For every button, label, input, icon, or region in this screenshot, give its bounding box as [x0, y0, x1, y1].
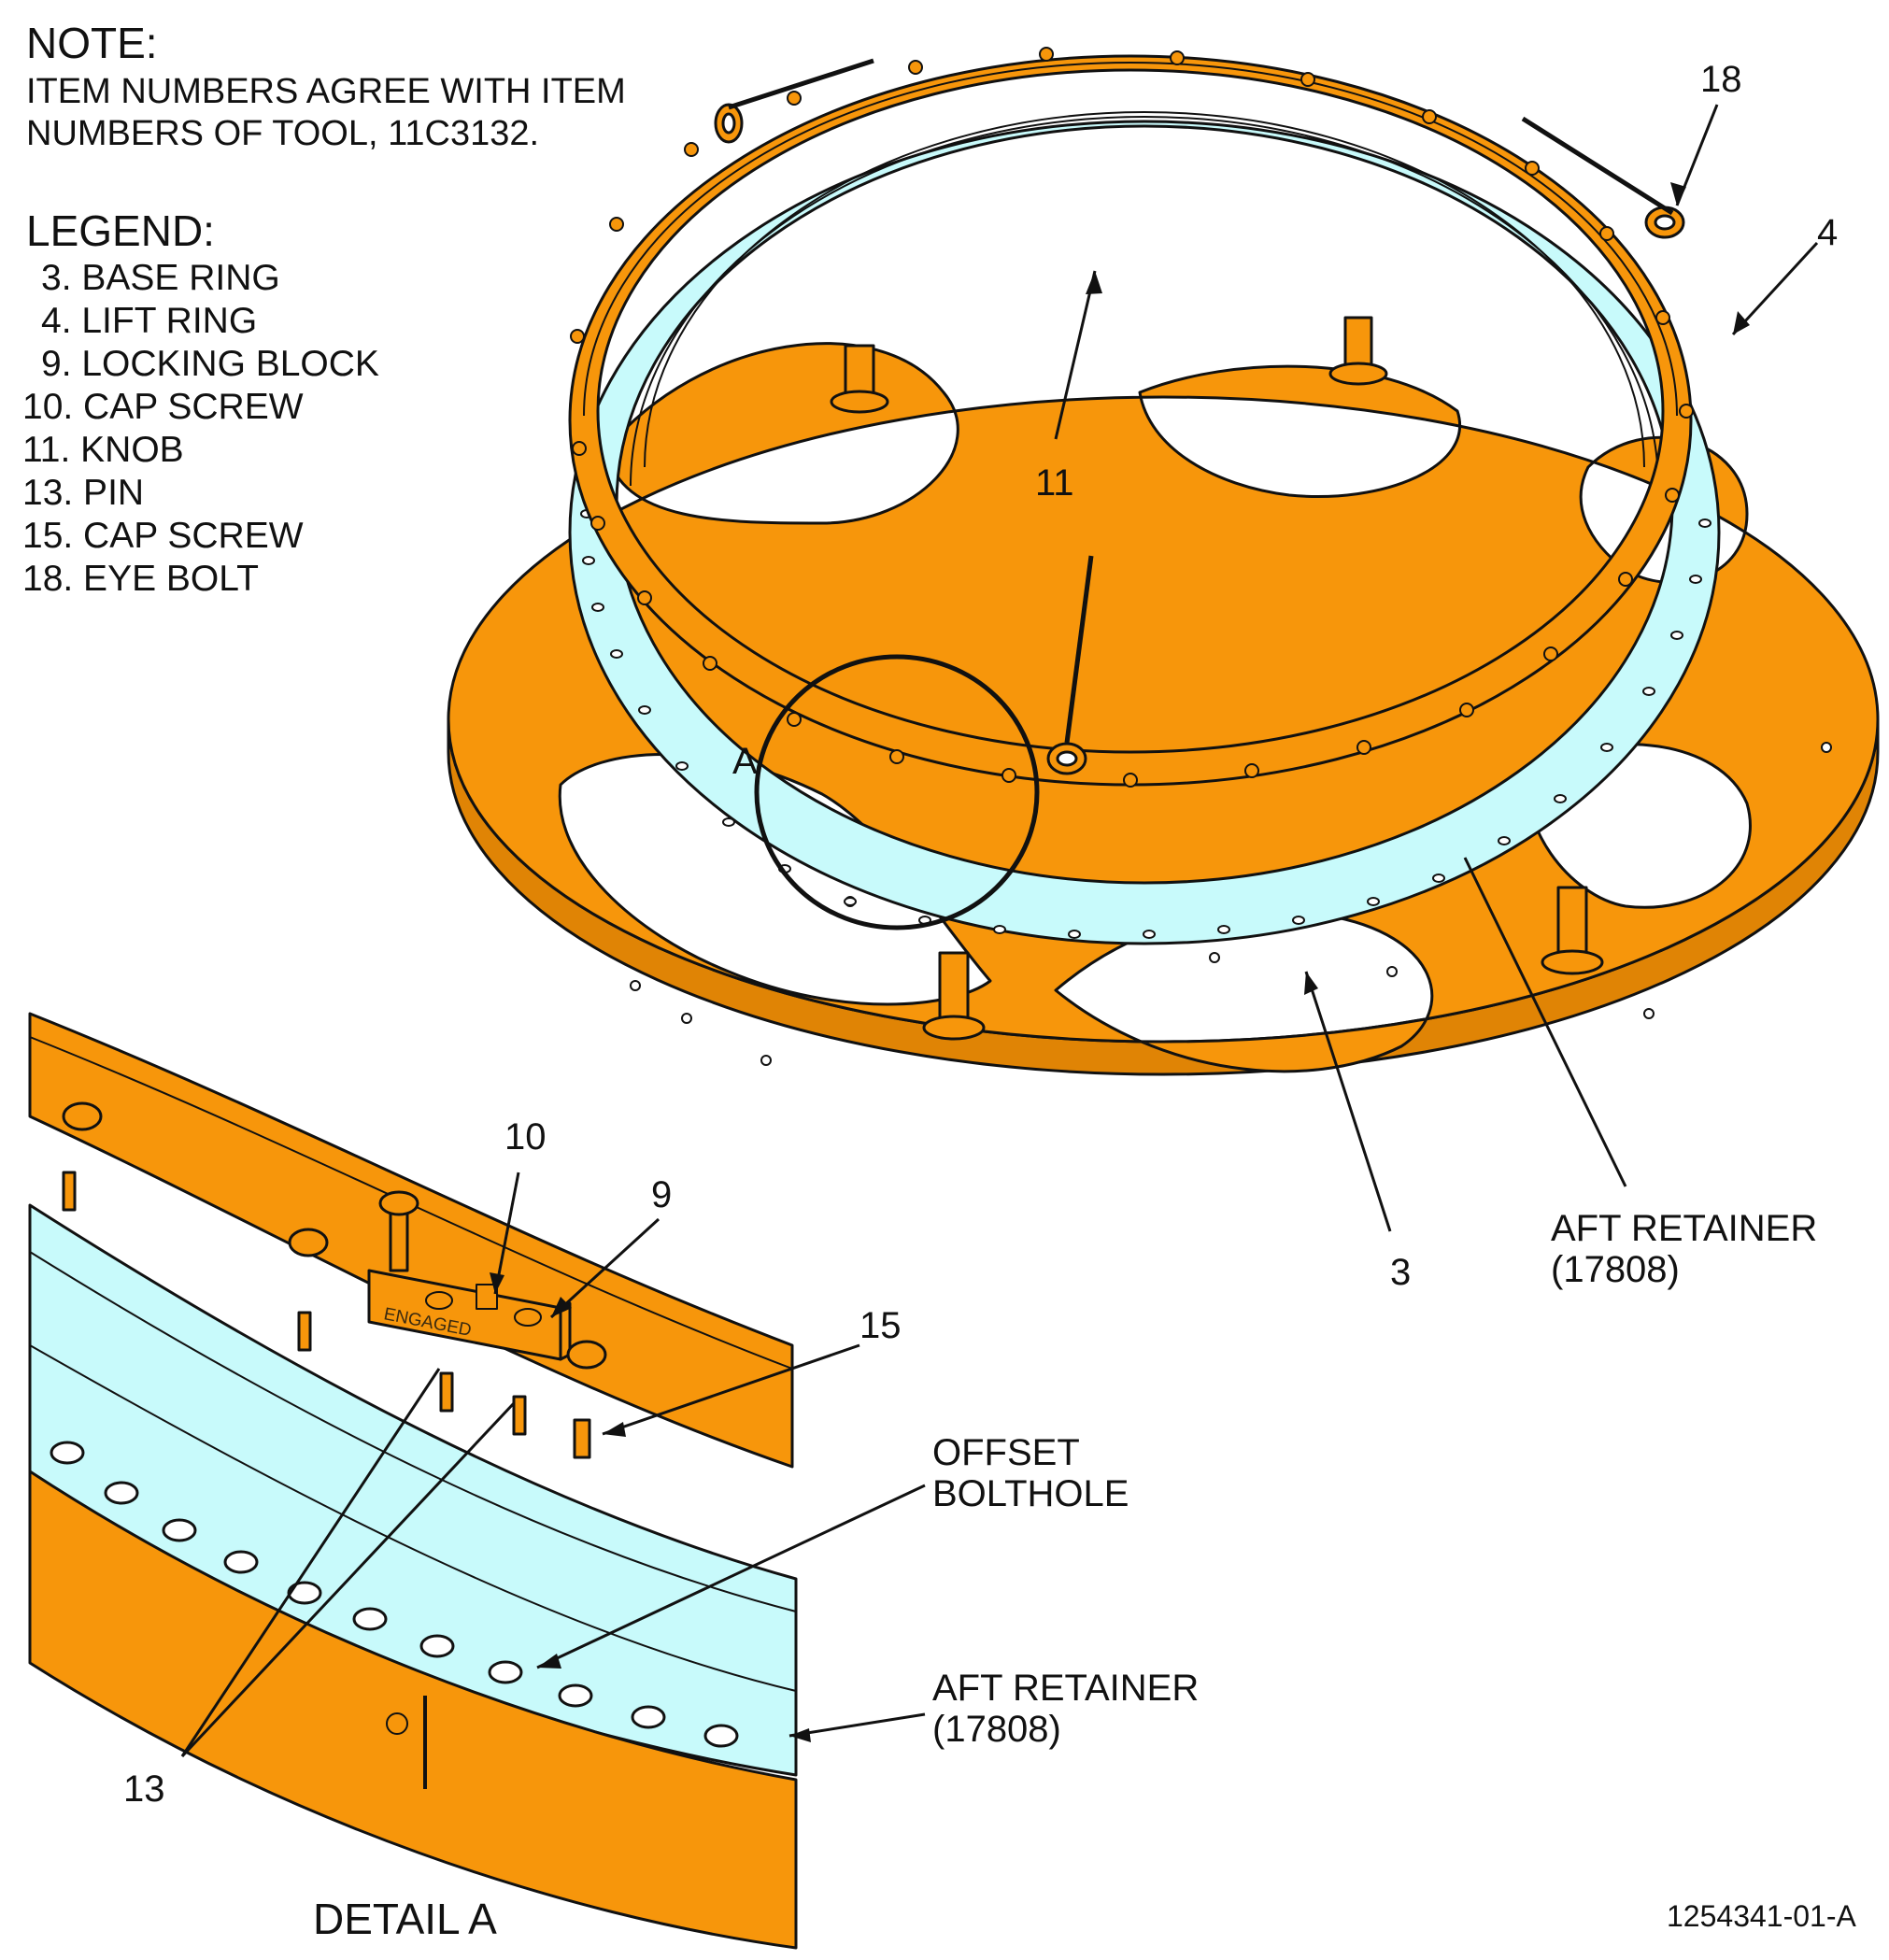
lifting-cables [728, 58, 1674, 744]
callout-15: 15 [859, 1305, 902, 1346]
callout-10: 10 [504, 1116, 547, 1158]
note-block: NOTE: ITEM NUMBERS AGREE WITH ITEM NUMBE… [26, 19, 626, 153]
callout-3: 3 [1390, 1252, 1411, 1293]
legend-item: 15. CAP SCREW [22, 516, 304, 556]
callout-13: 13 [123, 1768, 165, 1810]
detail-leader-lines [180, 1172, 926, 1758]
callout-4: 4 [1817, 212, 1838, 253]
detail-a-view [28, 1012, 926, 1950]
note-heading: NOTE: [26, 19, 158, 67]
callout-offset-bolthole: OFFSET [932, 1432, 1080, 1473]
detail-title: DETAIL A [313, 1895, 497, 1943]
callout-labels: 18 4 11 3 AFT RETAINER (17808) A 10 9 15… [123, 59, 1838, 1810]
legend-item: 9. LOCKING BLOCK [41, 344, 379, 384]
legend-item: 10. CAP SCREW [22, 387, 304, 427]
callout-aft-retainer: AFT RETAINER [1551, 1208, 1817, 1249]
base-ring [447, 316, 1880, 1076]
main-view [447, 47, 1880, 1232]
callout-aft-retainer-detail-number: (17808) [932, 1709, 1061, 1750]
figure-id: 1254341-01-A [1667, 1899, 1856, 1933]
callout-9: 9 [651, 1174, 672, 1215]
legend-item: 18. EYE BOLT [22, 559, 259, 599]
leader-lines [1054, 104, 1819, 1232]
detail-a-marker: A [732, 741, 758, 782]
legend-item: 3. BASE RING [41, 258, 280, 298]
detail-boltholes [50, 1441, 739, 1748]
detail-a-circle [754, 654, 1040, 930]
note-line: NUMBERS OF TOOL, 11C3132. [26, 114, 539, 153]
note-line: ITEM NUMBERS AGREE WITH ITEM [26, 72, 626, 111]
callout-11: 11 [1035, 462, 1074, 504]
legend-item: 11. KNOB [22, 430, 184, 470]
detail-base-ring [28, 1470, 798, 1950]
leader-arrowheads [1086, 182, 1750, 995]
lift-ring [568, 47, 1694, 788]
legend-block: LEGEND: 3. BASE RING 4. LIFT RING 9. LOC… [22, 206, 379, 599]
legend-item: 4. LIFT RING [41, 301, 257, 341]
legend-heading: LEGEND: [26, 206, 215, 255]
legend-item: 13. PIN [22, 473, 144, 513]
eye-bolt [714, 103, 1685, 775]
callout-aft-retainer-detail: AFT RETAINER [932, 1668, 1199, 1709]
callout-18: 18 [1700, 59, 1742, 100]
callout-offset-bolthole-line2: BOLTHOLE [932, 1473, 1129, 1514]
callout-aft-retainer-number: (17808) [1551, 1249, 1680, 1290]
